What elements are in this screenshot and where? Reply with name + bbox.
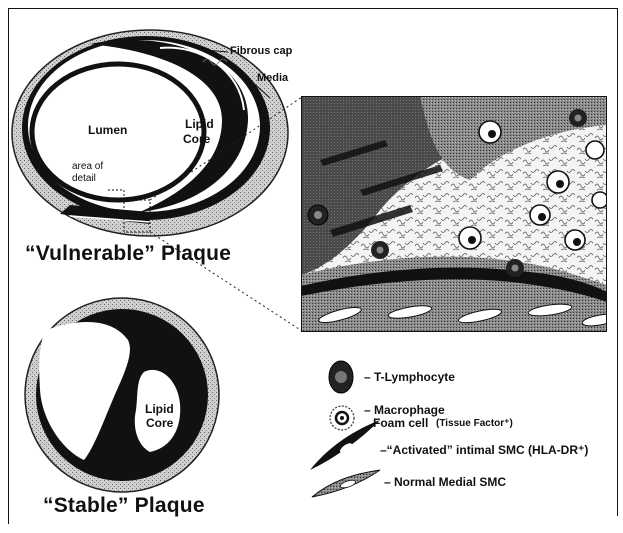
legend-t-lymphocyte: – T-Lymphocyte <box>364 370 455 384</box>
stable-plaque-diagram <box>25 298 219 492</box>
vulnerable-plaque-diagram <box>12 30 288 236</box>
vulnerable-plaque-title: “Vulnerable” Plaque <box>25 242 231 266</box>
legend-macrophage: – Macrophage <box>364 403 445 417</box>
stable-lipid-label: Lipid <box>145 402 174 416</box>
legend-activated-smc: –“Activated” intimal SMC (HLA-DR⁺) <box>380 443 588 457</box>
stable-lumen-label: Lumen <box>67 370 106 384</box>
stable-core-label: Core <box>146 416 173 430</box>
macrophage-icon <box>330 406 354 430</box>
fibrous-cap-label: Fibrous cap <box>230 45 292 57</box>
legend-foam-cell: Foam cell <box>373 416 428 430</box>
legend-normal-smc: – Normal Medial SMC <box>384 475 506 489</box>
vulnerable-lumen-label: Lumen <box>88 123 127 137</box>
stable-plaque-title: “Stable” Plaque <box>43 494 205 518</box>
legend-tissue-factor: (Tissue Factor⁺) <box>436 418 513 429</box>
normal-smc-icon <box>312 470 380 497</box>
detail-label: detail <box>72 173 96 184</box>
vulnerable-core-label: Core <box>183 132 210 146</box>
area-of-label: area of <box>72 161 103 172</box>
vulnerable-lipid-label: Lipid <box>185 117 214 131</box>
t-lymphocyte-icon <box>329 361 353 393</box>
media-label: Media <box>257 72 288 84</box>
detail-panel <box>301 96 619 332</box>
